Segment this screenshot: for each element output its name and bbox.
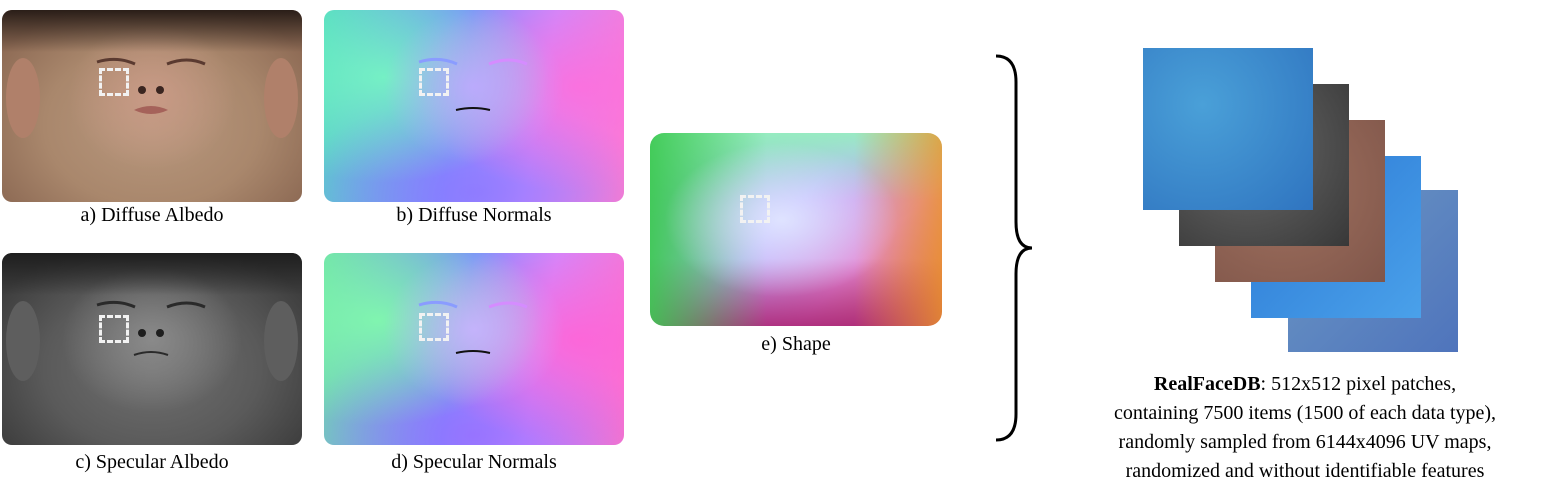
caption-diffuse-normals: b) Diffuse Normals	[396, 204, 552, 226]
hair-region	[2, 10, 302, 52]
right-ear	[264, 58, 298, 138]
summary-line-4: randomized and without identifiable feat…	[1125, 460, 1485, 482]
normals-features	[418, 300, 528, 354]
crop-marker	[99, 68, 129, 96]
dataset-name: RealFaceDB	[1153, 373, 1261, 395]
normals-features	[418, 57, 528, 111]
hair-region	[2, 253, 302, 295]
crop-marker	[419, 68, 449, 96]
dataset-description: RealFaceDB: 512x512 pixel patches, conta…	[1060, 370, 1550, 486]
specular-albedo-map	[2, 253, 302, 445]
crop-marker	[99, 315, 129, 343]
summary-line-1-text: : 512x512 pixel patches,	[1260, 373, 1457, 395]
diffuse-normals-map	[324, 10, 624, 202]
left-ear	[6, 301, 40, 381]
shape-map	[650, 133, 942, 326]
summary-line-1: RealFaceDB: 512x512 pixel patches,	[1060, 370, 1550, 399]
right-curly-brace	[995, 54, 1033, 442]
summary-line-3: randomly sampled from 6144x4096 UV maps,	[1118, 431, 1492, 453]
diffuse-albedo-map	[2, 10, 302, 202]
summary-line-2: containing 7500 items (1500 of each data…	[1113, 402, 1497, 424]
crop-marker	[419, 313, 449, 341]
caption-specular-albedo: c) Specular Albedo	[75, 451, 229, 473]
left-ear	[6, 58, 40, 138]
patch-shape	[1143, 48, 1313, 210]
caption-shape: e) Shape	[761, 333, 831, 355]
right-ear	[264, 301, 298, 381]
crop-marker	[740, 195, 770, 223]
caption-diffuse-albedo: a) Diffuse Albedo	[80, 204, 224, 226]
caption-specular-normals: d) Specular Normals	[391, 451, 557, 473]
face-features	[96, 300, 206, 356]
face-features	[96, 57, 206, 114]
specular-normals-map	[324, 253, 624, 445]
